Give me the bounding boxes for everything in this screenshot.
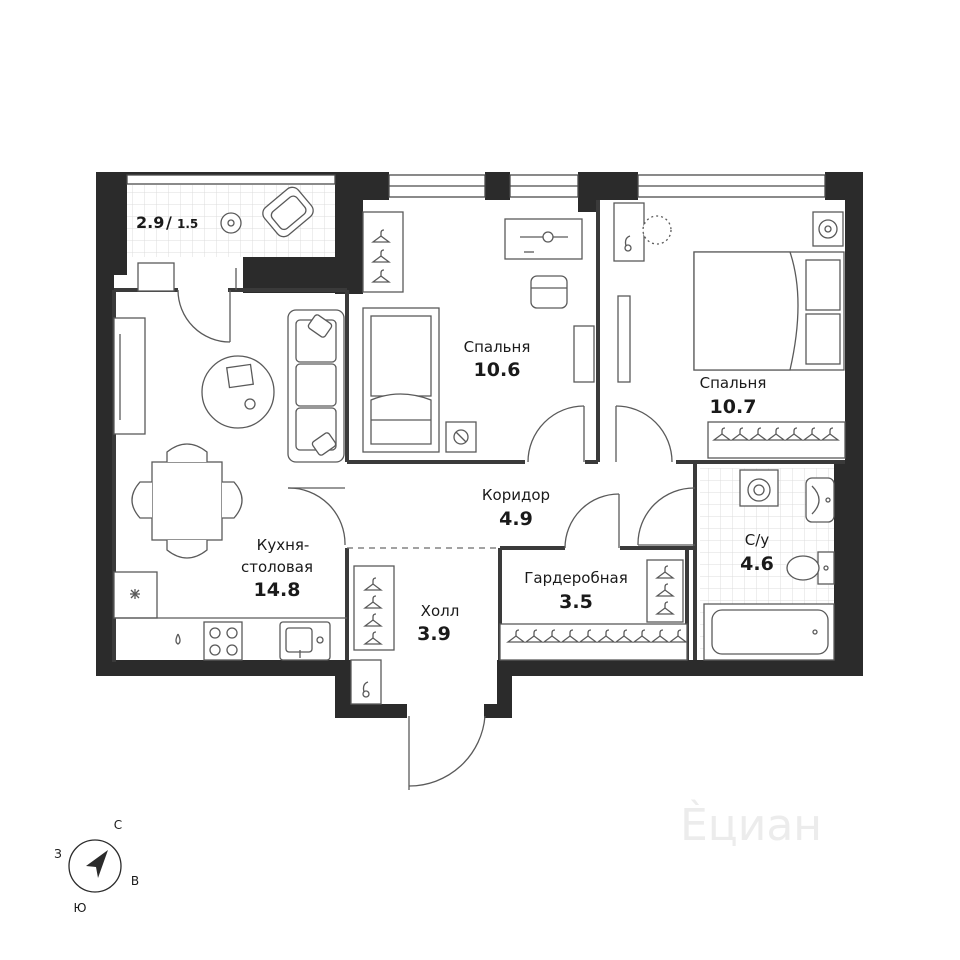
watermark: Ѐциан (680, 798, 822, 851)
wardrobe-unit (362, 211, 404, 293)
kitchen-name-line1: Кухня- (257, 536, 310, 554)
balcony-slash: / (166, 213, 172, 232)
bedroom1-area: 10.6 (474, 359, 521, 381)
kitchen-area: 14.8 (254, 579, 301, 601)
chair-icon (222, 481, 243, 519)
bathtub-icon (703, 603, 835, 661)
balcony-area-sub: 1.5 (177, 217, 198, 231)
armchair-icon (262, 186, 314, 238)
bathroom-fixtures (703, 469, 835, 661)
compass-north: С (114, 818, 122, 832)
bedroom2-name: Спальня (700, 374, 767, 392)
kitchen-name-line2: столовая (241, 558, 313, 576)
hall-furniture (350, 559, 688, 705)
balcony-area: 2.9 (136, 213, 164, 232)
corridor-name: Коридор (482, 486, 550, 504)
bedroom1-furniture (362, 211, 595, 453)
coffee-table (201, 355, 275, 429)
bedroom1-name: Спальня (464, 338, 531, 356)
chair-icon (530, 275, 568, 309)
water-drop-icon (175, 633, 181, 645)
compass-south: Ю (74, 901, 87, 915)
hall-area: 3.9 (417, 623, 451, 645)
bathroom-name: С/у (745, 531, 770, 549)
wardrobe-name: Гардеробная (524, 569, 627, 587)
toilet-icon (786, 551, 835, 585)
hall-name: Холл (421, 602, 460, 620)
room-labels: 2.9 / 1.5 Спальня 10.6 Спальня 10.7 Кухн… (136, 213, 774, 645)
compass-arrow-icon (86, 850, 108, 878)
doors (137, 262, 696, 790)
compass-east: В (131, 874, 139, 888)
kitchen-furniture (113, 309, 347, 661)
chair-icon (131, 481, 152, 519)
compass: С В Ю З (54, 818, 139, 915)
chair-icon (166, 443, 208, 462)
compass-west: З (54, 847, 62, 861)
sink-icon (279, 621, 331, 661)
wardrobe-area: 3.5 (559, 591, 593, 613)
bedroom2-furniture (613, 202, 846, 459)
bed-icon (362, 307, 440, 453)
chair-icon (166, 540, 208, 559)
corridor-area: 4.9 (499, 508, 533, 530)
bedroom2-area: 10.7 (710, 396, 757, 418)
fridge-icon (130, 589, 140, 599)
bathroom-area: 4.6 (740, 553, 774, 575)
balcony-furniture (220, 186, 314, 238)
sofa-icon (287, 309, 345, 463)
stove-icon (203, 621, 243, 661)
bed-icon (693, 251, 845, 371)
windows (126, 174, 826, 198)
sink-icon (805, 477, 835, 523)
washing-machine-icon (739, 469, 779, 507)
tv-cabinet (113, 317, 146, 435)
table-icon (131, 443, 243, 559)
